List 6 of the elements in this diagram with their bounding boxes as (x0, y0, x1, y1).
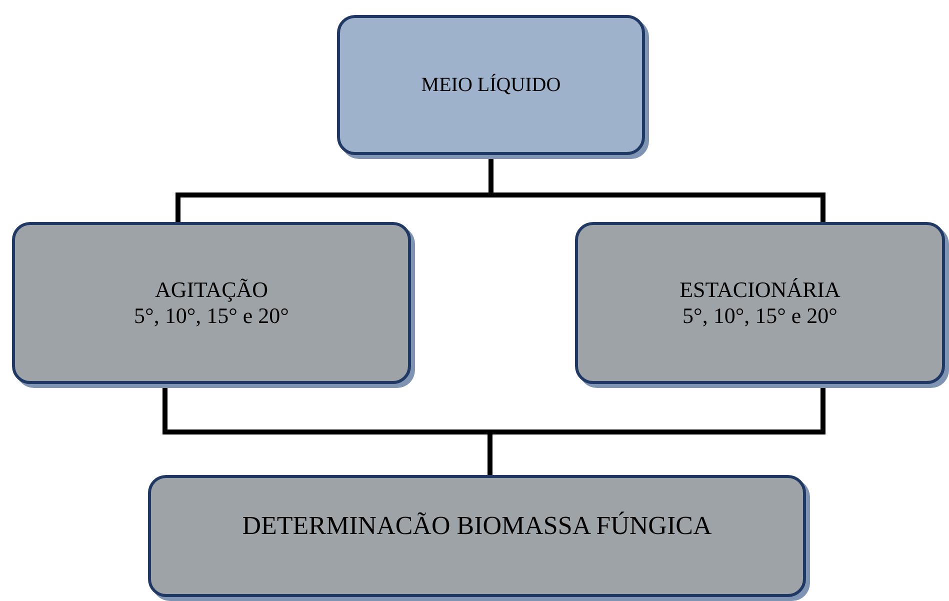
node-detail: 5°, 10°, 15° e 20° (134, 303, 289, 330)
node-label: MEIO LÍQUIDO (421, 73, 561, 97)
node-label: AGITAÇÃO (154, 276, 268, 303)
node-detail: 5°, 10°, 15° e 20° (682, 303, 838, 330)
node-label: DETERMINACÃO BIOMASSA FÚNGICA (242, 510, 712, 542)
node-label: ESTACIONÁRIA (680, 276, 840, 303)
